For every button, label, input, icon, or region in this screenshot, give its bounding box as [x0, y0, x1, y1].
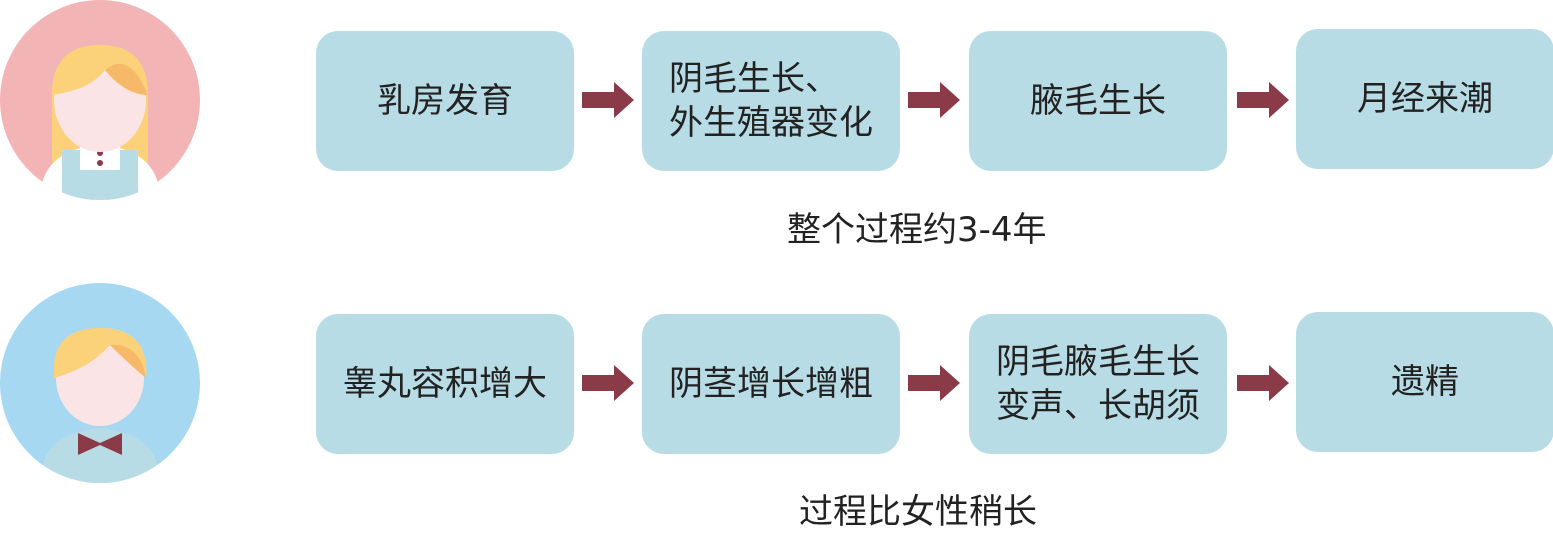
male-step-2: 阴茎增长增粗 — [642, 314, 900, 454]
male-step-1-label: 睾丸容积增大 — [343, 364, 547, 404]
arrow-right-icon — [582, 365, 634, 401]
male-step-3-label: 阴毛腋毛生长 变声、长胡须 — [996, 342, 1200, 426]
arrow-right-icon — [582, 82, 634, 118]
female-caption: 整个过程约3-4年 — [787, 210, 1047, 250]
male-step-3: 阴毛腋毛生长 变声、长胡须 — [969, 314, 1227, 454]
female-step-3: 腋毛生长 — [969, 31, 1227, 171]
arrow-right-icon — [1237, 365, 1289, 401]
female-step-2-label: 阴毛生长、 外生殖器变化 — [669, 59, 873, 143]
female-step-4: 月经来潮 — [1296, 29, 1553, 169]
female-row: 乳房发育 阴毛生长、 外生殖器变化 腋毛生长 月经来潮 — [0, 0, 1553, 200]
female-step-1: 乳房发育 — [316, 31, 574, 171]
arrow-right-icon — [1237, 82, 1289, 118]
female-step-4-label: 月经来潮 — [1357, 79, 1493, 119]
female-step-3-label: 腋毛生长 — [1030, 81, 1166, 121]
male-step-4-label: 遗精 — [1391, 362, 1459, 402]
male-caption: 过程比女性稍长 — [799, 492, 1037, 532]
male-step-2-label: 阴茎增长增粗 — [669, 364, 873, 404]
male-avatar-icon — [0, 283, 200, 483]
male-row: 睾丸容积增大 阴茎增长增粗 阴毛腋毛生长 变声、长胡须 遗精 — [0, 283, 1553, 483]
arrow-right-icon — [908, 82, 960, 118]
female-step-2: 阴毛生长、 外生殖器变化 — [642, 31, 900, 171]
female-step-1-label: 乳房发育 — [377, 81, 513, 121]
male-step-4: 遗精 — [1296, 312, 1553, 452]
arrow-right-icon — [908, 365, 960, 401]
male-step-1: 睾丸容积增大 — [316, 314, 574, 454]
female-avatar-icon — [0, 0, 200, 200]
